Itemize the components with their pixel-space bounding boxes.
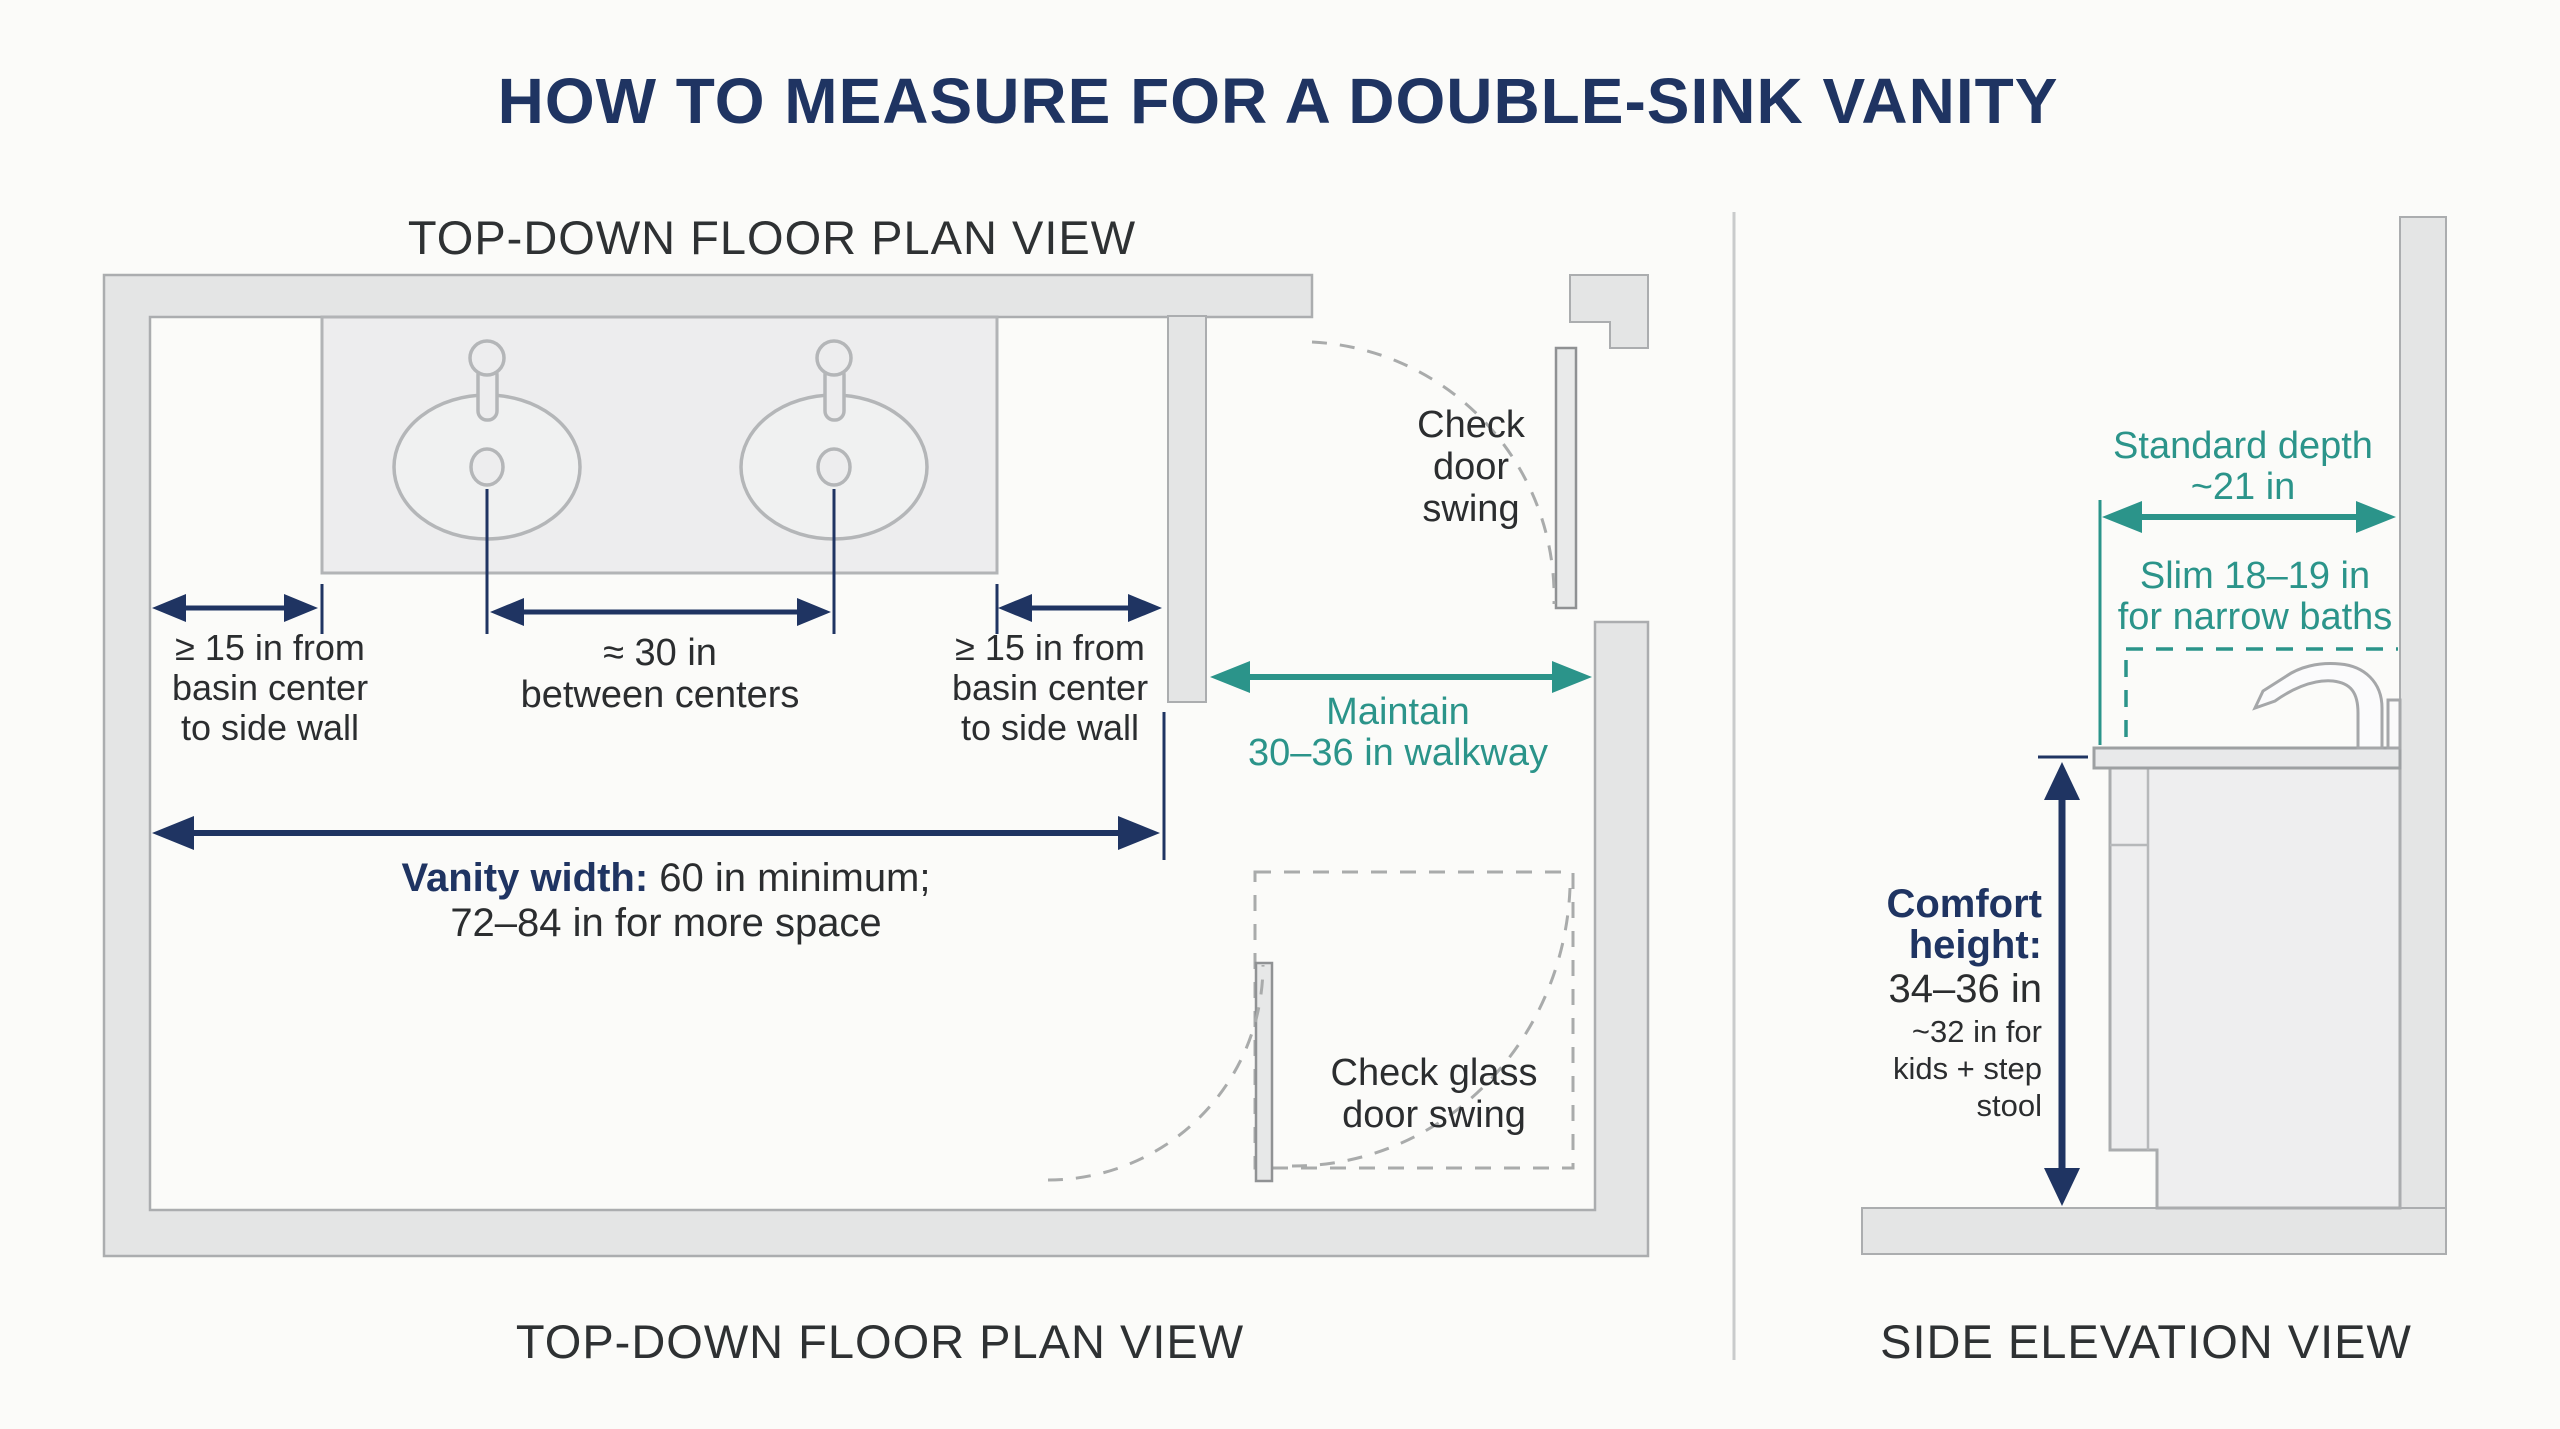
entry-door-swing-arc (1311, 340, 1556, 605)
faucet-knob-icon (815, 339, 853, 377)
glass-door-swing-arc-left (1047, 964, 1265, 1182)
floor-plan-caption: TOP-DOWN FLOOR PLAN VIEW (515, 1315, 1245, 1368)
door-swing-line: door (1432, 446, 1510, 488)
right-clearance-line: ≥ 15 in from (955, 627, 1145, 668)
interior-wall-pillar (1167, 315, 1207, 703)
dim-right-clearance (995, 584, 1162, 634)
door-swing-line: Check (1417, 404, 1525, 446)
comfort-height-range: 34–36 in (1888, 967, 2042, 1011)
standard-depth-label: Standard depth ~21 in (2113, 426, 2373, 508)
left-clearance-label: ≥ 15 in from basin center to side wall (172, 628, 368, 748)
sink-left (392, 339, 582, 634)
standard-depth-line: ~21 in (2190, 466, 2296, 508)
dim-standard-depth (2098, 500, 2396, 745)
corner-wall-block (1569, 274, 1649, 349)
side-elevation-drawing (1732, 212, 2447, 1360)
dim-comfort-height (2038, 755, 2088, 1206)
dim-left-clearance (152, 584, 324, 634)
faucet-icon (2252, 662, 2384, 750)
comfort-height-note: ~32 in for (1911, 1014, 2042, 1049)
dim-between-centers (490, 598, 831, 626)
faucet-backplate-icon (2386, 698, 2402, 750)
slim-depth-label: Slim 18–19 in for narrow baths (2118, 556, 2393, 638)
glass-door-leaf (1254, 961, 1274, 1183)
left-clearance-line: ≥ 15 in from (175, 627, 365, 668)
comfort-height-title: height: (1908, 923, 2042, 967)
left-clearance-line: to side wall (180, 707, 360, 748)
entry-door-leaf (1554, 346, 1578, 610)
left-clearance-line: basin center (171, 667, 369, 708)
elevation-wall (2399, 216, 2447, 1253)
elevation-countertop (2092, 746, 2402, 770)
right-clearance-line: to side wall (960, 707, 1140, 748)
vanity-width-label: Vanity width: 60 in minimum; 72–84 in fo… (402, 856, 931, 946)
dim-walkway (1210, 661, 1592, 693)
drain-icon (469, 447, 505, 487)
glass-door-swing-line: door swing (1342, 1094, 1526, 1136)
sink-right (739, 339, 929, 634)
comfort-height-note: kids + step (1892, 1051, 2042, 1086)
floor-plan-heading: TOP-DOWN FLOOR PLAN VIEW (407, 211, 1137, 264)
walkway-line: 30–36 in walkway (1248, 732, 1548, 774)
dim-slim-depth (2124, 647, 2398, 745)
elevation-floor (1861, 1207, 2447, 1255)
right-clearance-line: basin center (951, 667, 1149, 708)
between-centers-line: ≈ 30 in (603, 632, 717, 674)
side-elevation-caption: SIDE ELEVATION VIEW (1880, 1315, 2412, 1368)
glass-door-swing-label: Check glass door swing (1331, 1052, 1538, 1136)
walkway-label: Maintain 30–36 in walkway (1248, 692, 1548, 774)
between-centers-line: between centers (520, 674, 800, 716)
comfort-height-label: Comfort height: 34–36 in ~32 in for kids… (1886, 884, 2042, 1124)
glass-door-swing-arc-right (1291, 887, 1572, 1168)
glass-shower-enclosure (1047, 870, 1575, 1183)
vanity-width-label-rest: 60 in minimum; (648, 856, 931, 900)
dim-vanity-width (152, 712, 1166, 860)
door-swing-label: Check door swing (1417, 404, 1525, 530)
standard-depth-line: Standard depth (2113, 425, 2373, 467)
faucet-knob-icon (468, 339, 506, 377)
room-walls (102, 273, 1650, 1258)
comfort-height-note: stool (1976, 1088, 2042, 1123)
glass-door-swing-line: Check glass (1330, 1052, 1538, 1094)
vanity-width-line2: 72–84 in for more space (450, 901, 882, 945)
walkway-line: Maintain (1326, 691, 1470, 733)
vanity-width-label-bold: Vanity width: (401, 856, 649, 900)
right-clearance-label: ≥ 15 in from basin center to side wall (952, 628, 1148, 748)
page-title: HOW TO MEASURE FOR A DOUBLE-SINK VANITY (497, 65, 2059, 137)
slim-depth-line: Slim 18–19 in (2139, 555, 2371, 597)
between-centers-label: ≈ 30 in between centers (521, 632, 800, 716)
slim-depth-line: for narrow baths (2117, 596, 2393, 638)
door-swing-line: swing (1422, 488, 1520, 530)
vanity-cabinet (2108, 764, 2402, 1210)
drain-icon (816, 447, 852, 487)
comfort-height-title: Comfort (1886, 882, 2042, 926)
floor-plan-drawing (102, 273, 1650, 1258)
